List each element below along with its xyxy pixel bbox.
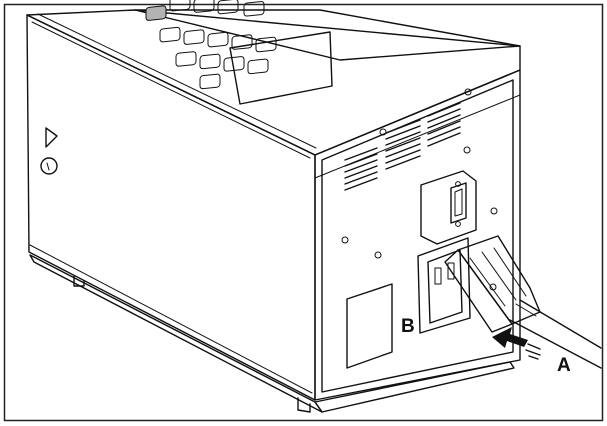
power-inlet xyxy=(417,237,471,334)
device-housing xyxy=(26,9,521,413)
control-keypad xyxy=(145,0,333,105)
power-cord xyxy=(444,235,602,369)
display-window xyxy=(229,31,333,105)
figure-frame xyxy=(3,3,604,422)
power-symbol-icon xyxy=(40,157,58,175)
callout-label-b: B xyxy=(401,316,415,337)
triangle-icon xyxy=(45,127,58,148)
screw-holes xyxy=(341,88,498,291)
insert-direction-arrow xyxy=(492,327,541,360)
label-plate xyxy=(346,283,393,369)
side-symbols xyxy=(40,127,58,175)
vent-slots xyxy=(344,102,461,191)
data-port xyxy=(420,170,477,245)
callout-label-a: A xyxy=(557,355,571,376)
